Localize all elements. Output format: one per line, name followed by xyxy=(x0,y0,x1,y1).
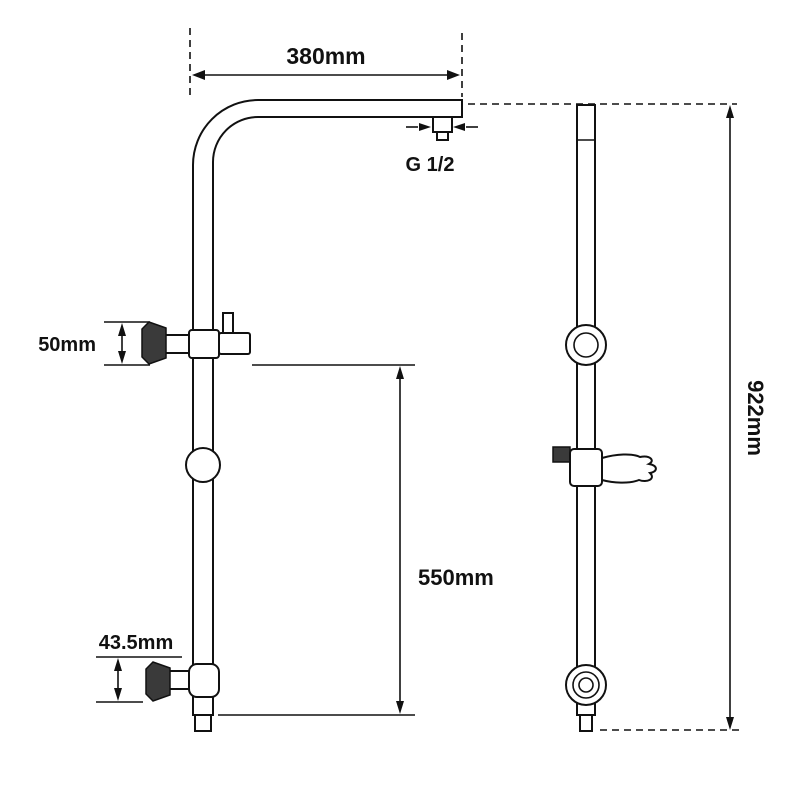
overall-height-label: 922mm xyxy=(743,380,768,456)
side-view-shower-column: G 1/2 xyxy=(141,99,478,732)
holder-cone xyxy=(141,321,167,365)
lower-rail-length-label: 550mm xyxy=(418,565,494,590)
top-holder-height-label: 50mm xyxy=(38,334,96,356)
dimension-bottom-holder-height: 43.5mm xyxy=(96,632,182,703)
bottom-holder-height-label: 43.5mm xyxy=(99,632,174,654)
dimension-top-holder-height: 50mm xyxy=(38,321,150,366)
holder-collar xyxy=(188,663,220,698)
holder-cone xyxy=(145,661,171,702)
handset-cradle xyxy=(601,453,657,484)
lower-mount-ring xyxy=(565,664,607,706)
upper-mount-ring-inner xyxy=(573,332,599,358)
lower-holder-assembly xyxy=(145,661,220,702)
arm-width-label: 380mm xyxy=(286,43,365,69)
front-view-shower-column xyxy=(552,104,657,732)
gooseneck-pipe xyxy=(192,99,463,716)
upper-mount-ring xyxy=(565,324,607,366)
inlet-thread xyxy=(436,131,449,141)
inlet-thread-label: G 1/2 xyxy=(406,154,455,176)
dimension-lower-rail-length: 550mm xyxy=(218,364,494,716)
holder-collar xyxy=(188,329,220,359)
lower-mount-ring-inner xyxy=(578,677,594,693)
arrow-down-icon xyxy=(118,351,126,364)
rail-body xyxy=(576,104,596,716)
arrow-up-icon xyxy=(118,323,126,336)
arrow-up-icon xyxy=(396,366,404,379)
rail-end-cap xyxy=(579,714,593,732)
pipe-end-cap xyxy=(194,714,212,732)
extension-lines xyxy=(189,28,742,731)
diverter-knob xyxy=(218,332,251,355)
arrow-left-icon xyxy=(453,123,465,131)
arrow-down-icon xyxy=(726,717,734,730)
arrow-up-icon xyxy=(726,105,734,118)
dimension-overall-height: 922mm xyxy=(726,105,768,730)
dimension-arm-width: 380mm xyxy=(192,43,460,80)
upper-holder-assembly xyxy=(141,312,251,365)
arrow-down-icon xyxy=(114,688,122,701)
slider-cradle-assembly xyxy=(552,446,657,487)
inlet-connector xyxy=(432,116,453,133)
diverter-pin xyxy=(222,312,234,334)
lower-mount-ring-mid xyxy=(572,671,600,699)
arrow-right-icon xyxy=(447,70,460,80)
arrow-left-icon xyxy=(192,70,205,80)
arrow-down-icon xyxy=(396,701,404,714)
arrow-up-icon xyxy=(114,658,122,671)
slider-lock-knob xyxy=(552,446,571,463)
slider-ball-joint xyxy=(185,447,221,483)
arrow-right-icon xyxy=(419,123,431,131)
slider-block xyxy=(569,448,603,487)
